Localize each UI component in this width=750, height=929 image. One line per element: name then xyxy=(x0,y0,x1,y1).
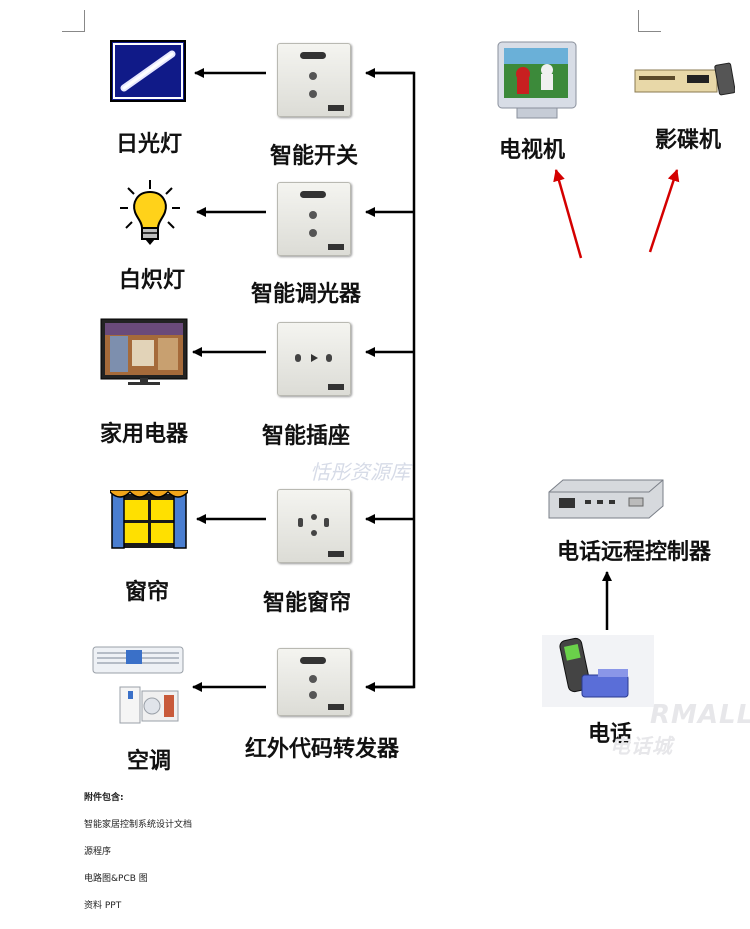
attachment-item-4: 资料 PPT xyxy=(84,901,122,911)
incandescent-label: 白炽灯 xyxy=(118,268,185,293)
phone-icon xyxy=(542,635,654,707)
smart-dimmer-label: 智能调光器 xyxy=(250,282,361,307)
smart-curtain-label: 智能窗帘 xyxy=(262,591,351,616)
trunk-line xyxy=(370,71,416,689)
corner-mark-right-h xyxy=(638,31,661,32)
dvd-player-icon xyxy=(634,62,735,96)
fluorescent-lamp-icon xyxy=(110,40,186,102)
smart-socket-panel xyxy=(277,322,351,396)
appliance-label: 家用电器 xyxy=(99,422,188,447)
fluorescent-label: 日光灯 xyxy=(115,132,182,157)
phone-label: 电话 xyxy=(588,722,633,747)
smart-socket-label: 智能插座 xyxy=(261,424,350,449)
corner-mark-left-h xyxy=(62,31,85,32)
smart-dimmer-panel xyxy=(277,182,351,256)
watermark-brand-cn: 电话城 xyxy=(610,734,673,758)
attachment-item-1: 智能家居控制系统设计文档 xyxy=(84,820,193,830)
smart-switch-panel xyxy=(277,43,351,117)
window-curtain-icon xyxy=(110,490,188,549)
tv-label: 电视机 xyxy=(498,138,565,163)
corner-mark-left-v xyxy=(84,10,85,32)
smart-switch-label: 智能开关 xyxy=(269,144,358,169)
arrow-to-tv xyxy=(553,169,583,259)
remote-controller-label: 电话远程控制器 xyxy=(556,540,711,565)
ac-label: 空调 xyxy=(126,749,171,774)
watermark-center: 恬彤资源库 xyxy=(310,460,410,484)
watermark-brand: RMALL xyxy=(650,700,750,730)
corner-mark-right-v xyxy=(638,10,639,32)
home-appliance-icon xyxy=(100,318,188,385)
attachment-item-2: 源程序 xyxy=(84,847,112,857)
light-bulb-icon xyxy=(120,180,180,245)
television-icon xyxy=(497,41,577,119)
air-conditioner-icon xyxy=(92,646,184,724)
ir-transponder-label: 红外代码转发器 xyxy=(244,737,399,762)
attachment-title: 附件包含: xyxy=(84,793,124,803)
attachment-item-3: 电路图&PCB 图 xyxy=(84,874,148,884)
ir-transponder-panel xyxy=(277,648,351,716)
smart-curtain-panel xyxy=(277,489,351,563)
arrow-to-dvd xyxy=(648,169,680,253)
remote-controller-device-icon xyxy=(548,479,664,519)
dvd-label: 影碟机 xyxy=(654,128,721,153)
curtain-label: 窗帘 xyxy=(124,580,169,605)
